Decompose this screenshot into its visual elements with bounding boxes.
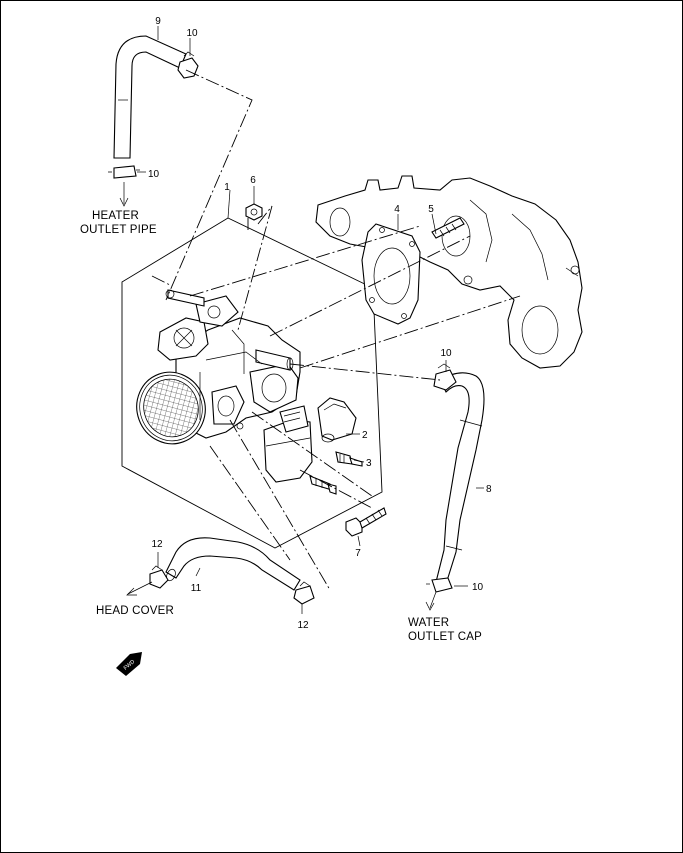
leader-lines — [137, 26, 484, 614]
screw-lower — [309, 475, 337, 495]
assembly-lines — [151, 69, 521, 591]
hose-part-9 — [113, 35, 187, 159]
callout-3: 3 — [366, 458, 372, 469]
clamp-10-heater — [108, 165, 140, 179]
throttle-body-part-1 — [136, 289, 301, 445]
stud-part-5 — [431, 217, 465, 239]
clamp-10-right-top — [433, 363, 457, 391]
sensor-part-2 — [317, 397, 357, 443]
callout-7: 7 — [355, 548, 361, 559]
heater-label-line2: OUTLET PIPE — [80, 224, 157, 236]
bolt-part-7 — [345, 507, 387, 537]
nut-part-6 — [245, 203, 263, 221]
callout-6: 6 — [250, 175, 256, 186]
intake-manifold — [315, 175, 583, 369]
gasket-part-4 — [361, 223, 421, 325]
heater-label-line1: HEATER — [92, 210, 139, 222]
callout-12-left: 12 — [151, 539, 163, 550]
callout-5: 5 — [428, 204, 434, 215]
water-label-line1: WATER — [408, 617, 449, 629]
clamp-10-right-bottom — [426, 577, 453, 593]
water-label-line2: OUTLET CAP — [408, 631, 482, 643]
fwd-indicator-icon: FWD — [116, 652, 142, 676]
head-cover-label: HEAD COVER — [96, 605, 174, 617]
callout-10-right-bottom: 10 — [472, 582, 484, 593]
callout-10-top: 10 — [186, 28, 198, 39]
hose-part-8 — [435, 372, 485, 585]
callout-12-right: 12 — [297, 620, 309, 631]
clamp-12-left — [149, 565, 169, 589]
screw-part-3 — [335, 451, 363, 467]
clamp-12-right — [293, 581, 315, 605]
callout-8: 8 — [486, 484, 492, 495]
callout-9: 9 — [155, 16, 161, 27]
callout-1: 1 — [224, 182, 230, 193]
callout-10-right-top: 10 — [440, 348, 452, 359]
arrow-water — [425, 591, 437, 611]
iac-valve — [263, 405, 313, 483]
callout-10-heater: 10 — [148, 169, 160, 180]
arrow-heater — [119, 182, 129, 207]
hose-part-11 — [165, 537, 301, 591]
callout-4: 4 — [394, 204, 400, 215]
arrow-head-cover — [126, 581, 153, 596]
callout-11: 11 — [191, 583, 202, 594]
callout-2: 2 — [362, 430, 368, 441]
